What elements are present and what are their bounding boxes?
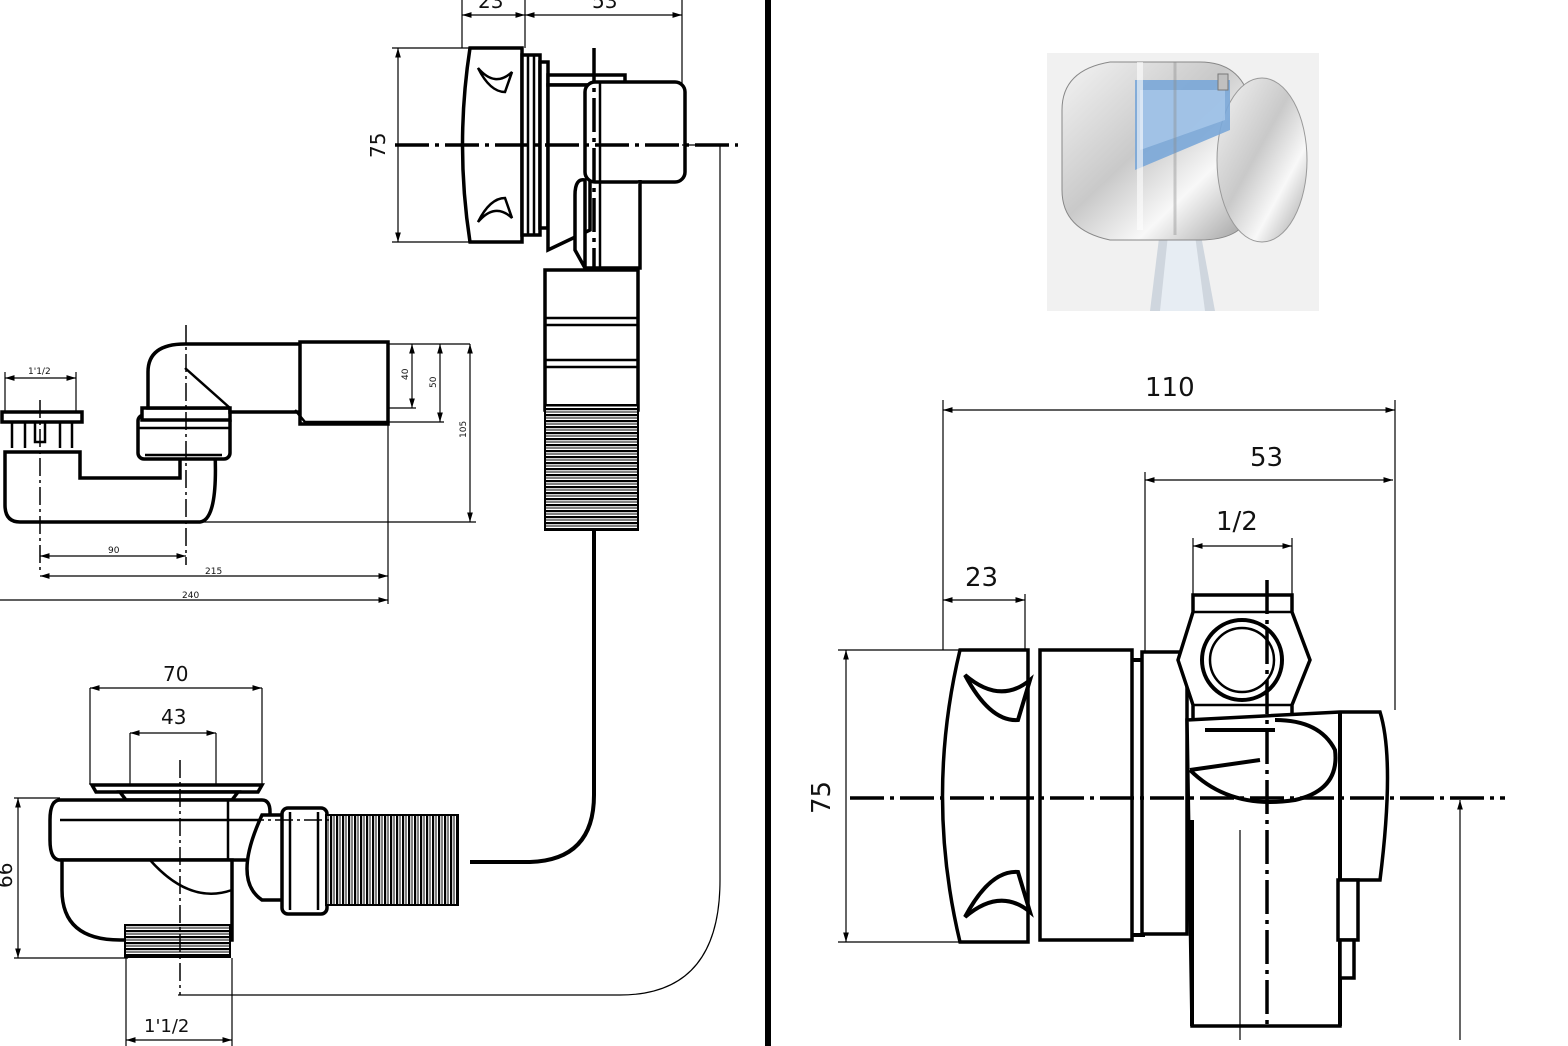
dim-overflow-53: 53	[592, 0, 617, 13]
dim-waste-pipe: 1'1/2	[144, 1016, 189, 1037]
dim-waste-43: 43	[161, 705, 186, 729]
dim-waste-66: 66	[0, 863, 17, 888]
dim-detail-75: 75	[807, 781, 837, 814]
dim-siphon-40: 40	[401, 368, 411, 380]
dim-siphon-240: 240	[182, 591, 199, 601]
dim-siphon-50: 50	[429, 376, 439, 388]
dim-waste-70: 70	[163, 662, 188, 686]
dim-overflow-23: 23	[478, 0, 503, 13]
right-panel: 110 53 1/2 23 75	[807, 53, 1505, 1040]
waste-outlet-drawing: 70 43 66	[0, 662, 459, 1046]
detail-drawing: 110 53 1/2 23 75	[807, 373, 1505, 1040]
dim-siphon-90: 90	[108, 546, 120, 556]
overflow-head-drawing: 23 53 75	[178, 0, 738, 996]
dim-detail-110: 110	[1145, 373, 1195, 403]
dim-siphon-pipe: 1'1/2	[28, 367, 51, 377]
dim-detail-53: 53	[1250, 443, 1283, 473]
dim-overflow-75: 75	[366, 133, 390, 158]
dim-detail-half: 1/2	[1216, 507, 1258, 537]
dim-siphon-105: 105	[459, 421, 469, 438]
dim-detail-23: 23	[965, 563, 998, 593]
siphon-detail-drawing: 1'1/2 40 50 105 90 215 240	[0, 325, 476, 604]
overflow-filler-photo	[1047, 53, 1319, 311]
left-panel: 23 53 75	[0, 0, 738, 1046]
dim-siphon-215: 215	[205, 567, 222, 577]
